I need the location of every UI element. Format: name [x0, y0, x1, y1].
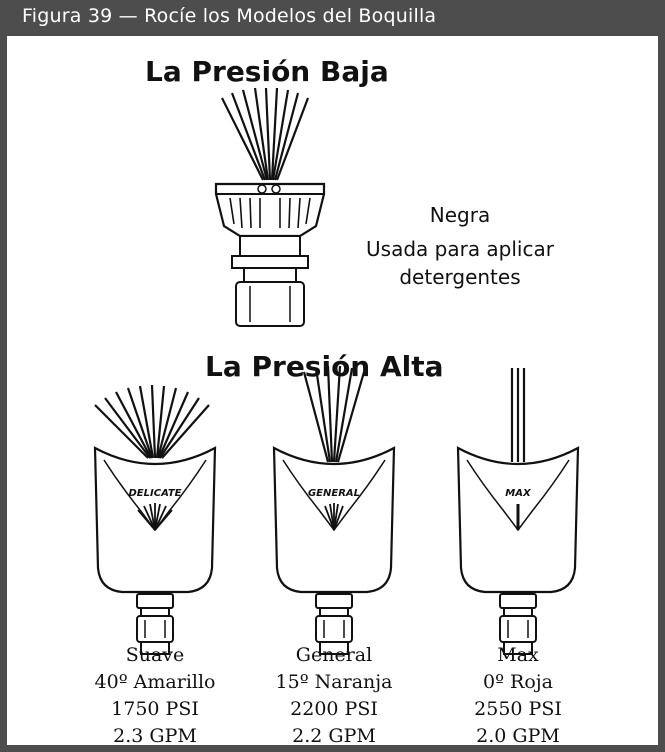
yellow-nozzle-badge-text: DELICATE	[129, 488, 182, 499]
yellow-nozzle-psi: 1750 PSI	[111, 698, 199, 720]
yellow-nozzle-gpm: 2.3 GPM	[113, 725, 197, 747]
red-nozzle-icon	[456, 446, 580, 655]
yellow-nozzle-spray-icon	[94, 384, 210, 459]
red-nozzle-spray-icon	[510, 368, 526, 462]
red-nozzle-gpm: 2.0 GPM	[476, 725, 560, 747]
high-pressure-heading: La Presión Alta	[205, 350, 444, 383]
figure-title-bar: Figura 39 — Rocíe los Modelos del Boquil…	[0, 0, 665, 36]
black-nozzle-spray-icon	[221, 87, 310, 181]
orange-nozzle-name: General	[295, 644, 373, 666]
orange-nozzle-spray-icon	[302, 365, 366, 463]
yellow-nozzle-specs: Suave 40º Amarillo 1750 PSI 2.3 GPM	[65, 642, 245, 750]
red-nozzle-psi: 2550 PSI	[474, 698, 562, 720]
black-nozzle-icon	[214, 182, 326, 327]
orange-nozzle-specs: General 15º Naranja 2200 PSI 2.2 GPM	[244, 642, 424, 750]
yellow-nozzle-angle-color: 40º Amarillo	[94, 671, 216, 693]
yellow-nozzle-name: Suave	[125, 644, 185, 666]
orange-nozzle-badge-text: GENERAL	[308, 488, 360, 499]
red-nozzle-angle-color: 0º Roja	[482, 671, 554, 693]
black-nozzle-usage-line2: detergentes	[399, 265, 521, 289]
black-nozzle-usage-line1: Usada para aplicar	[366, 237, 554, 261]
yellow-nozzle-badge: DELICATE	[129, 488, 182, 499]
orange-nozzle-angle-color: 15º Naranja	[275, 671, 393, 693]
figure-title: Figura 39 — Rocíe los Modelos del Boquil…	[22, 5, 437, 27]
red-nozzle-badge-text: MAX	[505, 488, 532, 499]
orange-nozzle-icon	[272, 446, 396, 655]
orange-nozzle-gpm: 2.2 GPM	[292, 725, 376, 747]
yellow-nozzle-icon	[93, 446, 217, 655]
orange-nozzle-psi: 2200 PSI	[290, 698, 378, 720]
black-nozzle-color-label: Negra	[429, 203, 491, 227]
low-pressure-heading: La Presión Baja	[145, 55, 389, 88]
red-nozzle-specs: Max 0º Roja 2550 PSI 2.0 GPM	[428, 642, 608, 750]
red-nozzle-name: Max	[497, 644, 539, 666]
